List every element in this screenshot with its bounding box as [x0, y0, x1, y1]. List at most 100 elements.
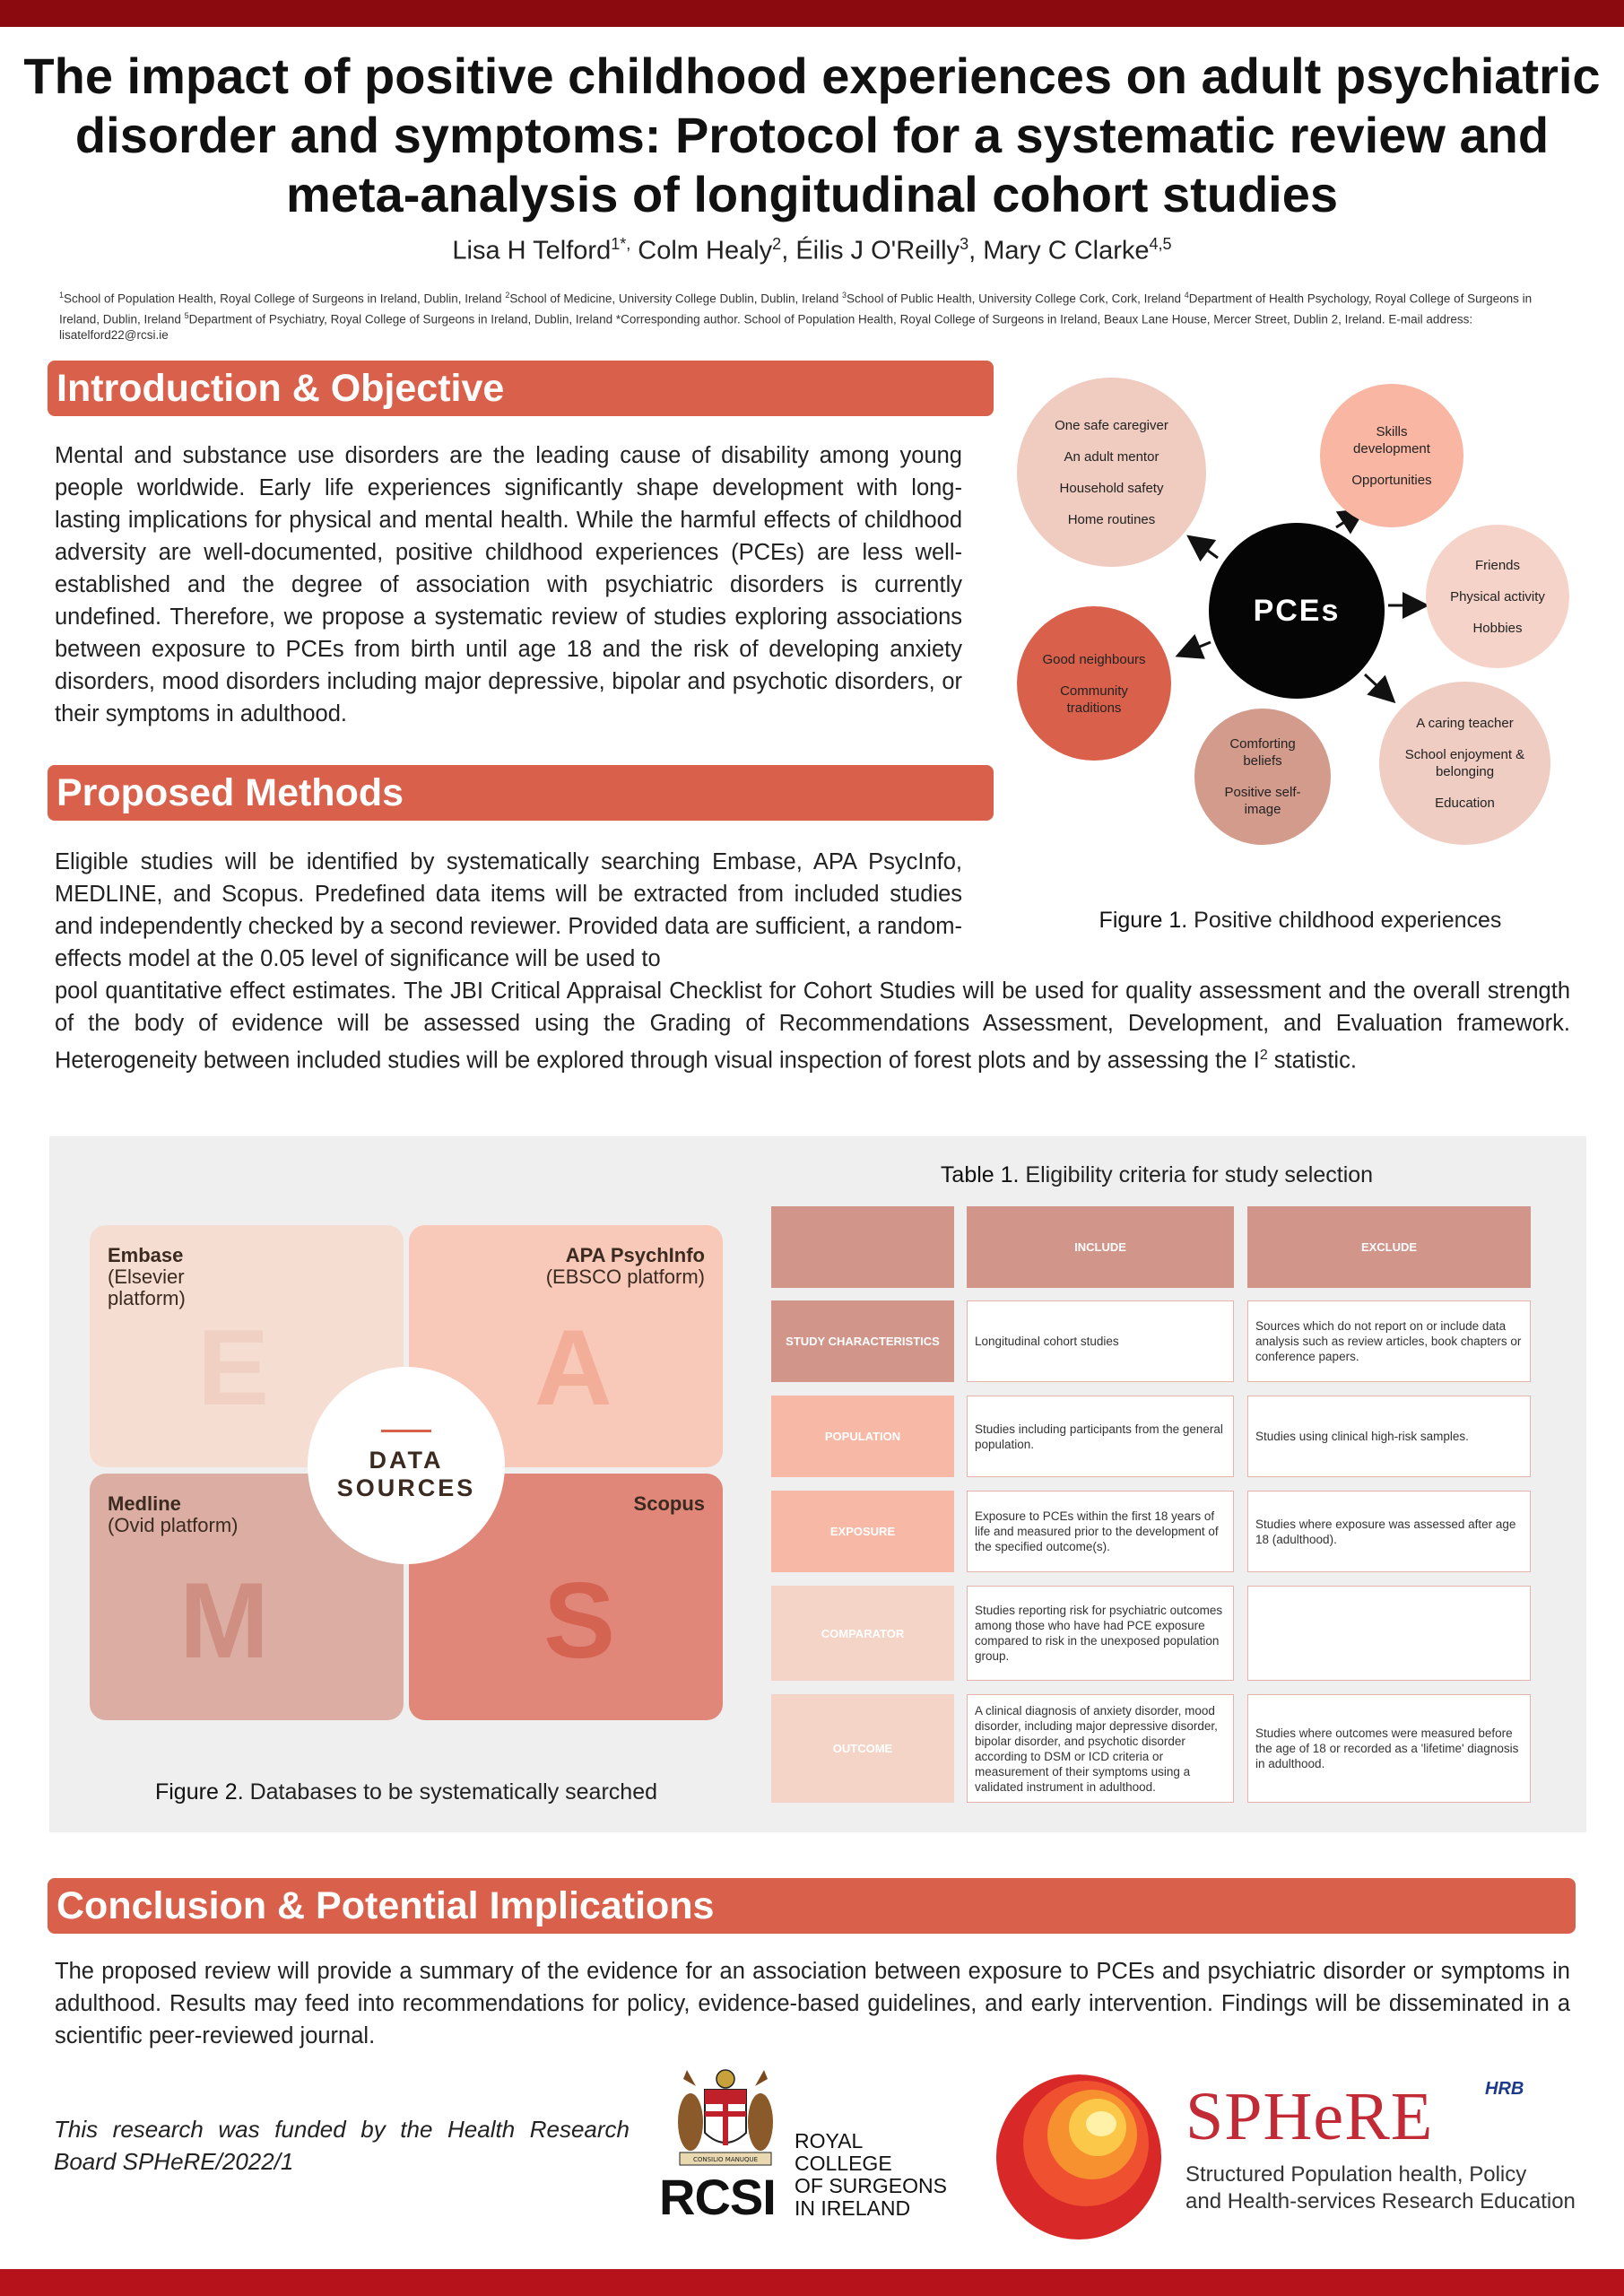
pce-item: Physical activity — [1450, 588, 1545, 604]
tile-letter: S — [543, 1561, 616, 1681]
table-header-exclude: EXCLUDE — [1247, 1206, 1531, 1288]
affiliation-mark: 4 — [1184, 291, 1189, 300]
table-cell-include: A clinical diagnosis of anxiety disorder… — [967, 1694, 1234, 1803]
sphere-tagline: Structured Population health, Policy and… — [1185, 2161, 1576, 2215]
table1-caption: Table 1. Eligibility criteria for study … — [771, 1162, 1542, 1188]
table-cell-exclude: Studies using clinical high-risk samples… — [1247, 1396, 1531, 1477]
intro-text: Mental and substance use disorders are t… — [55, 443, 962, 726]
pce-bubble-school: A caring teacher School enjoyment & belo… — [1379, 682, 1550, 845]
sphere-wordmark: SPHeRE — [1185, 2079, 1434, 2154]
caption-label: Table 1. — [940, 1162, 1020, 1187]
table-row-label: STUDY CHARACTERISTICS — [771, 1300, 954, 1382]
author-name: Colm Healy — [638, 236, 773, 265]
author-list: Lisa H Telford1*, Colm Healy2, Éilis J O… — [452, 235, 1172, 265]
affiliation-text: School of Population Health, Royal Colle… — [64, 291, 506, 306]
rcsi-name-line: ROYAL — [795, 2129, 864, 2152]
database-name: Embase — [108, 1244, 184, 1266]
tile-letter: E — [197, 1308, 270, 1428]
table-row-label: OUTCOME — [771, 1694, 954, 1803]
table-header-cell — [771, 1206, 954, 1288]
caption-label: Figure 2. — [154, 1779, 244, 1805]
conclusion-heading: Conclusion & Potential Implications — [48, 1878, 1576, 1934]
pce-center-node: PCEs — [1209, 523, 1385, 699]
pce-item: Community traditions — [1060, 683, 1128, 716]
affiliation-mark: 5 — [184, 310, 189, 320]
rcsi-abbreviation: RCSI — [659, 2169, 777, 2225]
superscript: 2 — [1259, 1048, 1268, 1063]
table-cell-include: Exposure to PCEs within the first 18 yea… — [967, 1491, 1234, 1572]
caption-text: Eligibility criteria for study selection — [1019, 1162, 1374, 1187]
center-label-line: SOURCES — [336, 1474, 476, 1501]
affiliation-text: School of Medicine, University College D… — [509, 291, 843, 306]
affiliation-text: Department of Health Psychology, Royal C… — [59, 291, 1533, 326]
database-name: Medline — [108, 1492, 181, 1515]
pce-bubble-friends: Friends Physical activity Hobbies — [1426, 525, 1569, 668]
methods-heading: Proposed Methods — [48, 765, 994, 821]
tile-label: APA PsychInfo(EBSCO platform) — [546, 1245, 705, 1288]
pce-bubble-community: Good neighbours Community traditions — [1017, 606, 1171, 761]
methods-text-part2: pool quantitative effect estimates. The … — [55, 975, 1570, 1077]
tile-letter: M — [179, 1561, 269, 1681]
pce-item: Positive self-image — [1224, 785, 1301, 817]
rcsi-name-line: COLLEGE — [795, 2152, 892, 2175]
affiliation-mark: 2 — [505, 291, 510, 300]
author-affiliation-mark: 3 — [960, 235, 969, 253]
author-affiliation-mark: 4,5 — [1149, 235, 1172, 253]
table-cell-exclude: Studies where outcomes were measured bef… — [1247, 1694, 1531, 1803]
caption-label: Figure 1. — [1099, 908, 1188, 933]
author-affiliation-mark: 1*, — [611, 235, 631, 253]
author-name: Mary C Clarke — [983, 236, 1150, 265]
database-tile-scopus: S Scopus — [409, 1474, 723, 1720]
database-platform: (EBSCO platform) — [545, 1265, 705, 1288]
crest-motto: CONSILIO MANUQUE — [693, 2156, 758, 2163]
rcsi-name-line: OF SURGEONS — [795, 2174, 947, 2197]
sphere-tagline-line: Structured Population health, Policy — [1185, 2162, 1527, 2187]
affiliation-mark: 3 — [842, 291, 847, 300]
pce-bubble-skills: Skills development Opportunities — [1320, 384, 1463, 527]
figure2-caption: Figure 2. Databases to be systematically… — [90, 1779, 723, 1805]
pce-bubble-beliefs: Comforting beliefs Positive self-image — [1194, 709, 1331, 845]
sphere-emblem-icon — [996, 2074, 1161, 2239]
database-name: APA PsychInfo — [565, 1244, 705, 1266]
poster-title: The impact of positive childhood experie… — [23, 48, 1601, 222]
tile-label: Embase(Elsevier platform) — [108, 1245, 233, 1309]
pce-item: A caring teacher — [1416, 716, 1514, 731]
rcsi-full-name: ROYAL COLLEGE OF SURGEONS IN IRELAND — [795, 2130, 947, 2220]
pce-item: Friends — [1474, 557, 1521, 573]
affiliation-mark: 1 — [59, 291, 65, 300]
arrow-icon — [1186, 535, 1219, 562]
methods-text-part1: Eligible studies will be identified by s… — [55, 849, 962, 971]
pce-item: Opportunities — [1351, 472, 1432, 488]
affiliation-text: Department of Psychiatry, Royal College … — [59, 312, 1473, 342]
table-header-include: INCLUDE — [967, 1206, 1234, 1288]
pce-bubble-family: One safe caregiver An adult mentor House… — [1017, 378, 1206, 567]
pce-item: Comforting beliefs — [1229, 736, 1296, 769]
table-cell-include: Studies including participants from the … — [967, 1396, 1234, 1477]
table-row-label: EXPOSURE — [771, 1491, 954, 1572]
pce-item: Household safety — [1059, 480, 1164, 496]
caption-text: Positive childhood experiences — [1187, 908, 1502, 933]
pce-item: Good neighbours — [1042, 651, 1146, 667]
arrow-icon — [1363, 673, 1396, 704]
table-row-label: COMPARATOR — [771, 1586, 954, 1681]
pce-item: Hobbies — [1472, 620, 1523, 636]
methods-text-end: statistic. — [1267, 1048, 1357, 1074]
intro-heading: Introduction & Objective — [48, 361, 994, 416]
tile-label: Medline(Ovid platform) — [108, 1493, 238, 1536]
affiliations: 1School of Population Health, Royal Coll… — [59, 287, 1566, 344]
author-name: Éilis J O'Reilly — [795, 236, 960, 265]
funding-statement: This research was funded by the Health R… — [54, 2116, 630, 2175]
author-name: Lisa H Telford — [452, 236, 612, 265]
bottom-banner-bar — [0, 2269, 1624, 2296]
caption-text: Databases to be systematically searched — [243, 1779, 657, 1805]
accent-dash — [381, 1429, 431, 1432]
database-platform: (Ovid platform) — [108, 1514, 239, 1536]
pce-item: An adult mentor — [1064, 448, 1159, 465]
center-label-line: DATA — [369, 1446, 444, 1474]
table-cell-include: Studies reporting risk for psychiatric o… — [967, 1586, 1234, 1681]
pce-item: Skills development — [1353, 423, 1430, 457]
database-name: Scopus — [633, 1492, 705, 1515]
arrow-icon — [1175, 633, 1211, 659]
